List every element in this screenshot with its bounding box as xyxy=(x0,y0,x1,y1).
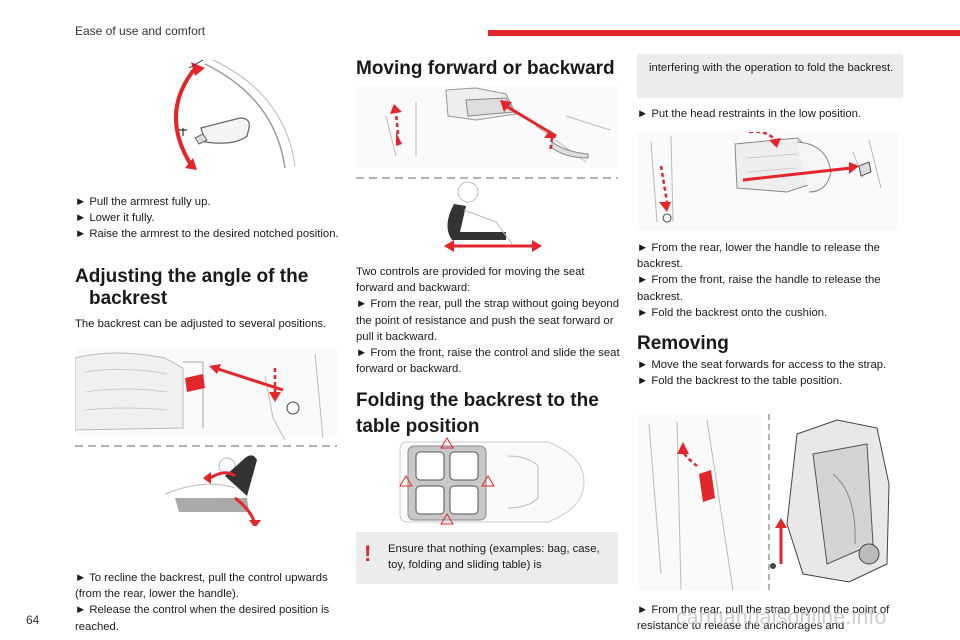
seat-layout-diagram xyxy=(399,437,585,525)
removing-step-1: ► Move the seat forwards for access to t… xyxy=(637,359,887,371)
release-steps: ► From the rear, lower the handle to rel… xyxy=(637,240,905,321)
removing-steps: ► Move the seat forwards for access to t… xyxy=(637,357,905,389)
section-title: Ease of use and comfort xyxy=(75,24,206,38)
warning-continued-text: interfering with the operation to fold t… xyxy=(649,62,894,74)
warning-box: ! Ensure that nothing (examples: bag, ca… xyxy=(356,532,618,584)
release-step-1: ► From the rear, lower the handle to rel… xyxy=(637,242,880,271)
moving-text: Two controls are provided for moving the… xyxy=(356,264,624,377)
armrest-step-1: ► Pull the armrest fully up. xyxy=(75,196,211,208)
moving-step-2: ► From the front, raise the control and … xyxy=(356,347,620,376)
backrest-heading-line1: Adjusting the angle of the xyxy=(75,266,309,287)
folding-heading-line2: table position xyxy=(356,416,480,437)
armrest-illustration xyxy=(173,59,296,170)
release-step-2: ► From the front, raise the handle to re… xyxy=(637,274,881,303)
final-step: ► From the rear, pull the strap beyond t… xyxy=(637,604,890,633)
folding-heading: Folding the backrest to the table positi… xyxy=(356,388,624,440)
watermark: carmanualsonline.info xyxy=(676,606,887,629)
backrest-illustration xyxy=(75,348,337,526)
moving-heading: Moving forward or backward xyxy=(356,58,615,79)
armrest-steps: ► Pull the armrest fully up. ► Lower it … xyxy=(75,194,343,243)
folding-heading-line1: Folding the backrest to the xyxy=(356,390,599,411)
removing-heading: Removing xyxy=(637,333,729,354)
removing-step-2: ► Fold the backrest to the table positio… xyxy=(637,375,843,388)
header-accent-bar xyxy=(488,30,960,36)
backrest-step-2: ► Release the control when the desired p… xyxy=(75,604,330,633)
backrest-intro: The backrest can be adjusted to several … xyxy=(75,318,327,330)
moving-illustration xyxy=(356,86,618,252)
armrest-step-3: ► Raise the armrest to the desired notch… xyxy=(75,228,339,241)
moving-intro: Two controls are provided for moving the… xyxy=(356,266,585,295)
release-step-3: ► Fold the backrest onto the cushion. xyxy=(637,306,828,319)
page-number: 64 xyxy=(26,613,40,627)
backrest-heading-line2: backrest xyxy=(89,288,168,309)
warning-box-continued: interfering with the operation to fold t… xyxy=(637,54,903,98)
removing-illustration xyxy=(637,414,890,591)
fold-backrest-illustration xyxy=(637,132,899,230)
backrest-heading: Adjusting the angle of the backrest xyxy=(75,266,343,310)
warning-icon: ! xyxy=(364,541,372,566)
head-restraint-step: ► Put the head restraints in the low pos… xyxy=(637,108,862,120)
warning-text: Ensure that nothing (examples: bag, case… xyxy=(388,543,600,572)
moving-step-1: ► From the rear, pull the strap without … xyxy=(356,298,619,343)
backrest-step-1: ► To recline the backrest, pull the cont… xyxy=(75,572,328,601)
backrest-steps: ► To recline the backrest, pull the cont… xyxy=(75,570,343,635)
armrest-step-2: ► Lower it fully. xyxy=(75,212,155,225)
